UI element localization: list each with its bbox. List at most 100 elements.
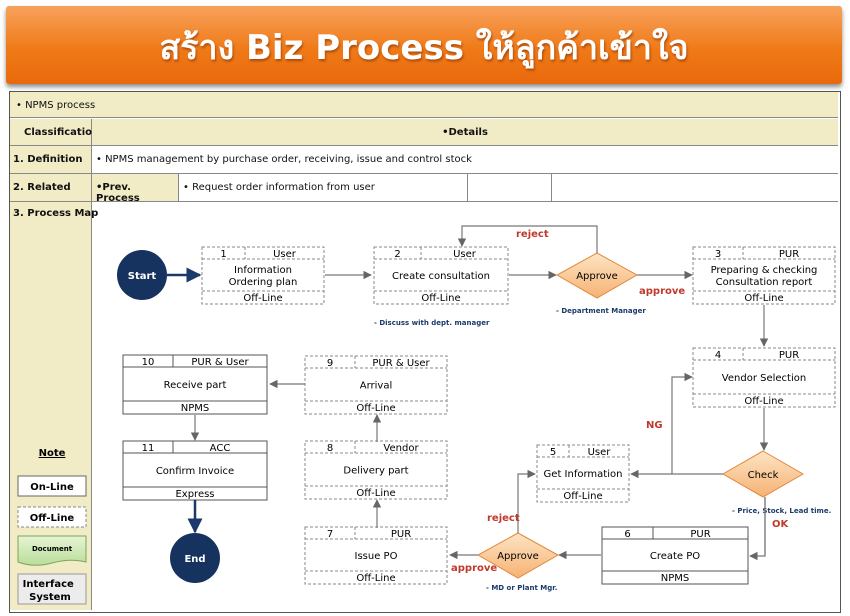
related-empty-2 xyxy=(552,174,838,202)
start-node: Start xyxy=(117,250,167,300)
step-s9-role: PUR & User xyxy=(372,358,430,369)
step-s3-number: 3 xyxy=(715,249,721,260)
prev-process-label: •Prev. Process xyxy=(92,174,179,204)
svg-text:Document: Document xyxy=(32,545,73,553)
step-s10-footer: NPMS xyxy=(181,403,210,414)
step-s1-text-1: Information xyxy=(234,265,292,276)
svg-text:Off-Line: Off-Line xyxy=(30,513,75,524)
approve2-note: - MD or Plant Mgr. xyxy=(486,584,557,592)
page-title: สร้าง Biz Process ให้ลูกค้าเข้าใจ xyxy=(159,28,689,68)
related-empty-1 xyxy=(468,174,552,202)
step-s5-number: 5 xyxy=(550,447,556,458)
step-s4-role: PUR xyxy=(779,350,799,361)
step-s8-number: 8 xyxy=(327,443,333,454)
legend: Note On-Line Off-Line Document Interface… xyxy=(17,448,87,605)
step-s11-number: 11 xyxy=(142,443,155,454)
process-map-label: 3. Process Map xyxy=(13,208,99,219)
step-s4-number: 4 xyxy=(715,350,721,361)
step-s2-role: User xyxy=(453,249,477,260)
related-label: 2. Related xyxy=(10,174,92,202)
step-s2-text: Create consultation xyxy=(392,271,490,282)
step-s7: 7 PUR Issue PO Off-Line xyxy=(304,526,448,585)
step-s11-role: ACC xyxy=(210,443,231,454)
step-s6-role: PUR xyxy=(690,529,710,540)
s2-note: - Discuss with dept. manager xyxy=(374,319,490,327)
approve-diamond-2: Approve xyxy=(476,532,560,579)
step-s9-text: Arrival xyxy=(360,381,393,392)
approve-diamond-1: Approve xyxy=(555,252,639,299)
step-s2-number: 2 xyxy=(394,249,400,260)
check-note: - Price, Stock, Lead time. xyxy=(732,507,831,515)
step-s4-text: Vendor Selection xyxy=(722,373,806,384)
classification-header: Classification xyxy=(10,119,99,146)
edge-label-reject-2: reject xyxy=(487,513,520,524)
step-s4-footer: Off-Line xyxy=(744,396,783,407)
legend-title: Note xyxy=(39,448,66,459)
step-s6-text: Create PO xyxy=(650,551,700,562)
step-s10-number: 10 xyxy=(142,357,155,368)
step-s6-number: 6 xyxy=(624,529,630,540)
edge-label-approve-2: approve xyxy=(451,563,497,574)
check-to-create-po-connector xyxy=(749,497,766,561)
edge-label-ok: OK xyxy=(772,519,790,530)
step-s6: 6 PUR Create PO NPMS xyxy=(601,526,749,585)
details-header: •Details xyxy=(92,119,838,146)
step-s2-footer: Off-Line xyxy=(421,293,460,304)
check-diamond: Check xyxy=(721,450,805,498)
edge-label-reject-1: reject xyxy=(516,229,549,240)
edge-label-ng: NG xyxy=(646,420,663,431)
step-s3-text-1: Preparing & checking xyxy=(711,265,818,276)
step-s3-footer: Off-Line xyxy=(744,293,783,304)
step-s8-footer: Off-Line xyxy=(356,488,395,499)
step-s10-text: Receive part xyxy=(164,380,227,391)
title-banner: สร้าง Biz Process ให้ลูกค้าเข้าใจ xyxy=(6,6,842,84)
step-s1-number: 1 xyxy=(220,249,226,260)
step-s5-text: Get Information xyxy=(544,469,623,480)
step-s3-role: PUR xyxy=(779,249,799,260)
svg-text:Check: Check xyxy=(748,470,779,481)
legend-document: Document xyxy=(17,535,87,566)
svg-text:Start: Start xyxy=(128,271,157,282)
definition-label: 1. Definition xyxy=(10,146,92,174)
legend-online: On-Line xyxy=(17,475,87,497)
step-s1-role: User xyxy=(273,249,297,260)
edge-label-approve-1: approve xyxy=(639,286,685,297)
step-s6-footer: NPMS xyxy=(661,573,690,584)
step-s11-footer: Express xyxy=(175,489,214,500)
step-s5-footer: Off-Line xyxy=(563,491,602,502)
step-s1-text-2: Ordering plan xyxy=(229,277,298,288)
step-s3-text-2: Consultation report xyxy=(716,277,813,288)
svg-text:End: End xyxy=(184,554,205,565)
process-name: • NPMS process xyxy=(16,100,96,111)
svg-text:On-Line: On-Line xyxy=(30,482,74,493)
step-s7-number: 7 xyxy=(327,529,333,540)
step-s5-role: User xyxy=(588,447,612,458)
step-s8-text: Delivery part xyxy=(343,466,408,477)
legend-offline: Off-Line xyxy=(17,506,87,528)
svg-text:Approve: Approve xyxy=(576,271,618,282)
related-value: • Request order information from user xyxy=(179,174,468,202)
step-s1-footer: Off-Line xyxy=(243,293,282,304)
step-s7-footer: Off-Line xyxy=(356,573,395,584)
process-name-row xyxy=(10,92,838,118)
legend-interface-system: Interface System xyxy=(17,573,87,605)
step-s9-number: 9 xyxy=(327,358,333,369)
approve1-note: - Department Manager xyxy=(556,307,646,315)
step-s9-footer: Off-Line xyxy=(356,403,395,414)
svg-text:Interface System: Interface System xyxy=(23,579,78,603)
step-s8-role: Vendor xyxy=(383,443,419,454)
step-s11-text: Confirm Invoice xyxy=(156,466,234,477)
end-node: End xyxy=(170,533,220,583)
step-s7-text: Issue PO xyxy=(355,551,398,562)
svg-text:Approve: Approve xyxy=(497,551,539,562)
step-s7-role: PUR xyxy=(391,529,411,540)
